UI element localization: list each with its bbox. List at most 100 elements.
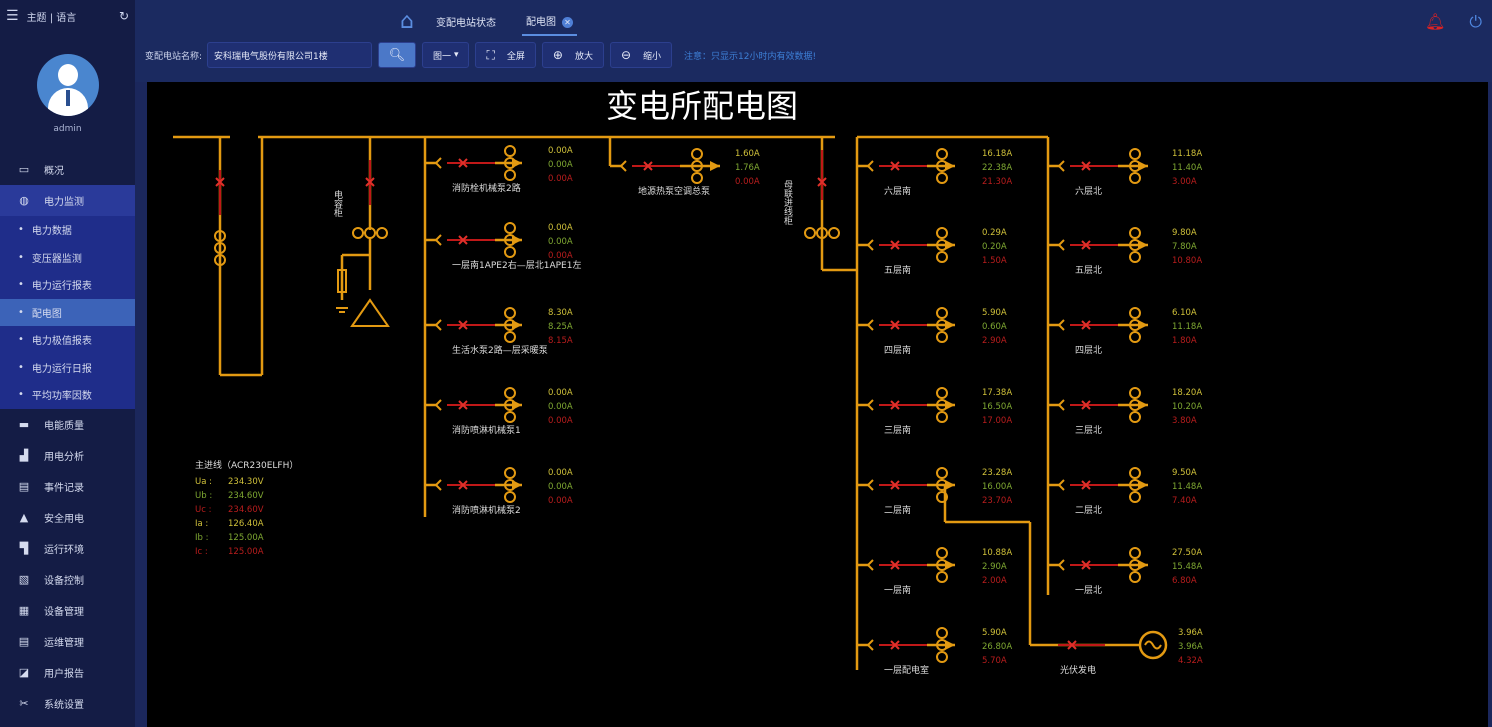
switch-icon <box>1057 559 1065 571</box>
breaker-icon <box>1081 320 1091 330</box>
nav-item[interactable]: ▟用电分析 <box>0 440 135 471</box>
current-value: 0.00A <box>735 177 760 187</box>
branch-label: 生活水泵2路—层采暖泵 <box>452 344 548 356</box>
switch-icon <box>434 319 442 331</box>
nav-item[interactable]: ▬电能质量 <box>0 409 135 440</box>
nav-label: 运行环境 <box>44 544 84 556</box>
toolbar: 变配电站名称: 🔍︎ 图一 ▾ ⛶全屏 ⊕放大 ⊖缩小 注意：只显示12小时内有… <box>145 42 816 68</box>
capacitor-icon <box>350 298 390 327</box>
sub-item-extreme-report[interactable]: 电力极值报表 <box>0 326 135 354</box>
report-icon: ◪ <box>18 665 30 679</box>
sidebar-topbar: ☰ 主题 | 语言 ↻ <box>0 0 135 32</box>
zoom-out-button[interactable]: ⊖缩小 <box>609 42 673 68</box>
nav-item[interactable]: ▦设备管理 <box>0 595 135 626</box>
zoom-in-button[interactable]: ⊕放大 <box>541 42 604 68</box>
ct-circle-icon <box>691 148 703 160</box>
meter-key: Ia : <box>195 519 208 529</box>
device-icon: ▦ <box>18 603 30 617</box>
nav-item[interactable]: ▤事件记录 <box>0 471 135 502</box>
branch-label: 六层北 <box>1075 185 1102 197</box>
current-value: 6.10A <box>1172 308 1197 318</box>
ct-circle-icon <box>816 227 828 239</box>
ct-circle-icon <box>936 491 948 503</box>
breaker-icon <box>890 560 900 570</box>
current-value: 0.00A <box>548 482 573 492</box>
search-button[interactable]: 🔍︎ <box>378 42 417 68</box>
breaker-icon <box>1081 400 1091 410</box>
zoom-out-label: 缩小 <box>643 51 662 62</box>
branch-label: 三层北 <box>1075 425 1102 436</box>
ct-circle-icon <box>214 254 226 266</box>
station-name-input[interactable] <box>207 42 373 68</box>
avatar[interactable] <box>36 54 99 116</box>
ct-circle-icon <box>936 331 948 343</box>
nav-item[interactable]: ▲安全用电 <box>0 502 135 533</box>
ct-circle-icon <box>1129 148 1141 160</box>
current-value: 3.80A <box>1172 416 1197 426</box>
current-value: 0.00A <box>548 160 573 170</box>
current-value: 10.80A <box>1172 256 1202 266</box>
nav-item-power-monitoring[interactable]: ◍电力监测 <box>0 185 135 216</box>
ct-circle-icon <box>504 387 516 399</box>
breaker-icon <box>890 320 900 330</box>
sub-item-transformer[interactable]: 变压器监测 <box>0 244 135 272</box>
switch-icon <box>1057 160 1065 172</box>
arrow-icon <box>1138 560 1148 570</box>
nav-item[interactable]: ✂系统设置 <box>0 688 135 719</box>
meter-value: 234.30V <box>228 477 264 487</box>
sine-icon <box>1144 640 1162 650</box>
hamburger-menu-icon[interactable]: ☰ <box>6 8 19 24</box>
close-tab-icon[interactable]: ✕ <box>561 16 573 28</box>
tab-distribution-diagram[interactable]: 配电图✕ <box>521 7 577 36</box>
sub-item-power-data[interactable]: 电力数据 <box>0 216 135 244</box>
power-icon[interactable]: ⏻ <box>1469 12 1482 31</box>
search-icon: 🔍︎ <box>388 47 406 63</box>
generator-icon <box>1138 630 1168 660</box>
alarm-bell-icon[interactable]: 🔔︎ <box>1425 12 1446 31</box>
current-value: 16.00A <box>982 482 1012 492</box>
nav-item[interactable]: ▤运维管理 <box>0 626 135 657</box>
nav-item-overview[interactable]: ▭概况 <box>0 154 135 185</box>
home-icon[interactable]: ⌂ <box>400 8 414 34</box>
current-value: 1.80A <box>1172 336 1197 346</box>
submenu-power-monitoring: 电力数据 变压器监测 电力运行报表 配电图 电力极值报表 电力运行日报 平均功率… <box>0 216 135 409</box>
nav-item[interactable]: ◪ 用户报告 <box>0 657 135 688</box>
branch-label: 四层北 <box>1075 345 1102 356</box>
meter-key: Ib : <box>195 533 208 543</box>
branch-label: 二层南 <box>884 504 911 516</box>
tie-label: 母联进线柜 <box>782 180 793 226</box>
theme-language-toggle[interactable]: 主题 | 语言 <box>26 12 77 24</box>
diagram-select[interactable]: 图一 ▾ <box>422 42 470 68</box>
ct-circle-icon <box>936 251 948 263</box>
sub-item-run-report[interactable]: 电力运行报表 <box>0 271 135 299</box>
nav-label: 用户报告 <box>44 668 84 680</box>
current-value: 16.18A <box>982 149 1012 159</box>
nav-item[interactable]: ▧设备控制 <box>0 564 135 595</box>
arrow-icon <box>1138 161 1148 171</box>
arrow-icon <box>512 320 522 330</box>
branch-label: 一层南1APE2右—层北1APE1左 <box>452 259 581 271</box>
sub-item-daily-report[interactable]: 电力运行日报 <box>0 354 135 382</box>
tools-icon: ✂ <box>19 696 29 710</box>
zoom-in-label: 放大 <box>574 51 593 62</box>
refresh-icon[interactable]: ↻ <box>118 9 129 23</box>
current-value: 8.25A <box>548 322 573 332</box>
breaker-icon <box>890 400 900 410</box>
sub-item-distribution-diagram[interactable]: 配电图 <box>0 298 135 326</box>
branch-label: 五层北 <box>1075 265 1102 276</box>
nav-item[interactable]: ▜运行环境 <box>0 533 135 564</box>
nav-label: 设备控制 <box>44 575 84 587</box>
sub-item-power-factor[interactable]: 平均功率因数 <box>0 381 135 409</box>
meter-key: Ua : <box>195 477 212 487</box>
tab-station-status[interactable]: 变配电站状态 <box>435 17 496 29</box>
ct-circle-icon <box>1129 491 1141 503</box>
bar-chart-icon: ▟ <box>19 448 29 462</box>
arrow-icon <box>945 400 955 410</box>
ct-circle-icon <box>936 307 948 319</box>
username: admin <box>53 124 82 134</box>
ct-circle-icon <box>1129 467 1141 479</box>
ct-circle-icon <box>504 467 516 479</box>
breaker-icon <box>458 158 468 168</box>
fullscreen-button[interactable]: ⛶全屏 <box>475 42 536 68</box>
ct-circle-icon <box>1129 331 1141 343</box>
